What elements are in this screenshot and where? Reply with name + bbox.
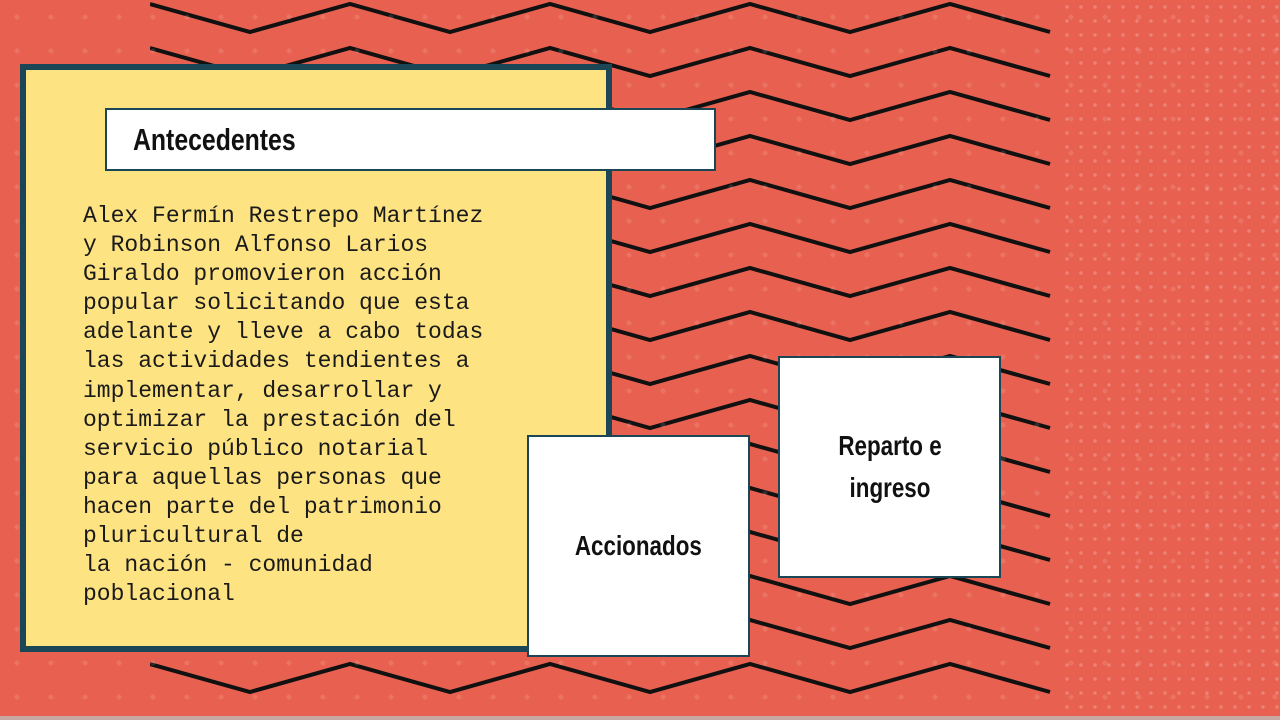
card-accionados[interactable]: Accionados [527,435,750,657]
dotted-texture [1060,0,1280,720]
bottom-bar [0,716,1280,720]
zigzag-line [150,661,1051,695]
title-box: Antecedentes [105,108,716,171]
card-label: Reparto e ingreso [837,430,942,503]
card-reparto-ingreso[interactable]: Reparto e ingreso [778,356,1001,578]
zigzag-line [150,1,1051,35]
slide-body-text: Alex Fermín Restrepo Martínez y Robinson… [83,203,484,608]
card-label: Accionados [575,530,702,561]
slide-title: Antecedentes [133,122,296,157]
zigzag-line [150,45,1051,79]
